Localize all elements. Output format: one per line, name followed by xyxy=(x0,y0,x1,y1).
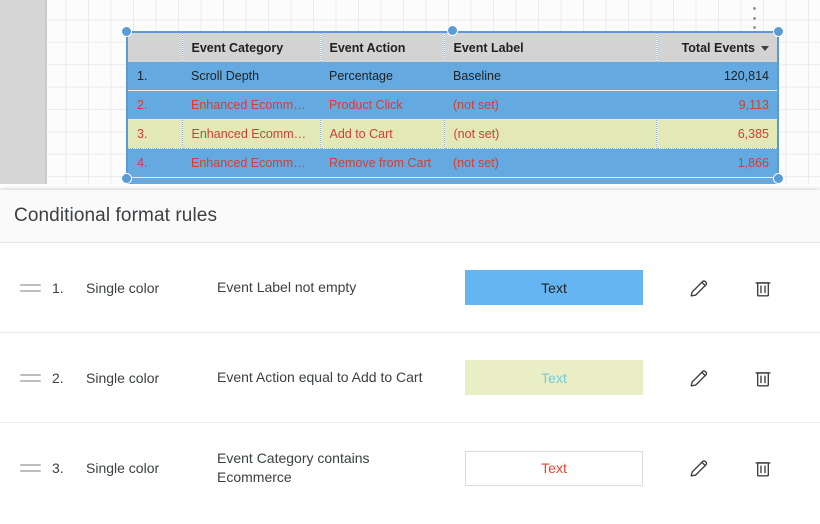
conditional-format-rules-panel: Conditional format rules 1. Single color… xyxy=(0,190,820,524)
cell-event-category: Enhanced Ecommerce xyxy=(182,90,320,120)
table-header-event-action[interactable]: Event Action xyxy=(320,33,445,62)
cell-total-events: 120,814 xyxy=(656,62,777,91)
data-table-component[interactable]: Event Category Event Action Event Label … xyxy=(126,31,779,190)
delete-rule-button[interactable] xyxy=(735,457,791,479)
cell-event-action: Percentage xyxy=(320,62,444,91)
resize-handle-bottom-right[interactable] xyxy=(773,173,784,184)
table-row[interactable]: 2. Enhanced Ecommerce Product Click (not… xyxy=(128,90,777,120)
more-vert-icon[interactable] xyxy=(748,5,760,31)
cell-event-action: Product Click xyxy=(320,90,444,120)
rule-condition: Event Label not empty xyxy=(217,279,357,295)
cell-event-label: (not set) xyxy=(444,148,656,178)
cell-event-category: Scroll Depth xyxy=(182,62,320,91)
rule-row[interactable]: 1. Single color Event Label not empty Te… xyxy=(0,243,820,333)
cell-event-category: Enhanced Ecommerce xyxy=(182,148,320,178)
edit-rule-button[interactable] xyxy=(671,277,727,299)
table-header-row: Event Category Event Action Event Label … xyxy=(128,33,777,62)
left-rail-edge xyxy=(45,0,47,190)
table-row[interactable]: 4. Enhanced Ecommerce Remove from Cart (… xyxy=(128,148,777,178)
drag-handle-icon[interactable] xyxy=(8,373,52,382)
resize-handle-top-center[interactable] xyxy=(447,25,458,36)
cell-event-label: (not set) xyxy=(444,119,657,149)
rule-condition: Event Category contains Ecommerce xyxy=(217,450,370,485)
rule-type: Single color xyxy=(86,369,160,386)
cell-event-action: Add to Cart xyxy=(320,119,445,149)
rule-type: Single color xyxy=(86,279,160,296)
rule-number: 3. xyxy=(52,460,64,476)
pencil-icon xyxy=(688,277,710,299)
cell-index: 4. xyxy=(128,148,182,178)
cell-total-events: 1,866 xyxy=(656,148,777,178)
rule-condition: Event Action equal to Add to Cart xyxy=(217,369,423,385)
rule-preview-label: Text xyxy=(541,460,567,476)
pencil-icon xyxy=(688,457,710,479)
cell-event-label: Baseline xyxy=(444,62,656,91)
resize-handle-bottom-left[interactable] xyxy=(121,173,132,184)
rules-list: 1. Single color Event Label not empty Te… xyxy=(0,243,820,513)
drag-handle-icon[interactable] xyxy=(8,464,52,472)
rule-preview-swatch[interactable]: Text xyxy=(465,270,643,305)
cell-total-events: 6,385 xyxy=(656,119,777,149)
rule-number: 2. xyxy=(52,369,64,386)
resize-handle-top-right[interactable] xyxy=(773,26,784,37)
rule-row[interactable]: 3. Single color Event Category contains … xyxy=(0,423,820,513)
data-table: Event Category Event Action Event Label … xyxy=(128,33,777,190)
rule-type: Single color xyxy=(86,460,160,476)
report-canvas: Event Category Event Action Event Label … xyxy=(0,0,820,190)
rule-preview-label: Text xyxy=(541,279,567,296)
edit-rule-button[interactable] xyxy=(671,457,727,479)
rule-preview-swatch[interactable]: Text xyxy=(465,450,643,486)
table-row[interactable]: 1. Scroll Depth Percentage Baseline 120,… xyxy=(128,62,777,91)
cell-index: 1. xyxy=(128,62,182,91)
table-header-total-events[interactable]: Total Events xyxy=(656,33,777,62)
edit-rule-button[interactable] xyxy=(671,367,727,389)
resize-handle-top-left[interactable] xyxy=(121,26,132,37)
panel-header: Conditional format rules xyxy=(0,190,820,243)
canvas-bottom-mask xyxy=(0,184,820,190)
trash-icon xyxy=(752,367,774,389)
trash-icon xyxy=(752,277,774,299)
drag-handle-icon[interactable] xyxy=(8,283,52,292)
cell-total-events: 9,113 xyxy=(656,90,777,120)
cell-event-label: (not set) xyxy=(444,90,656,120)
left-rail xyxy=(0,0,47,190)
cell-event-action: Remove from Cart xyxy=(320,148,444,178)
rule-preview-swatch[interactable]: Text xyxy=(465,360,643,395)
cell-index: 3. xyxy=(128,119,183,149)
trash-icon xyxy=(752,457,774,479)
delete-rule-button[interactable] xyxy=(735,367,791,389)
cell-index: 2. xyxy=(128,90,182,120)
delete-rule-button[interactable] xyxy=(735,277,791,299)
pencil-icon xyxy=(688,367,710,389)
rule-number: 1. xyxy=(52,279,64,296)
rule-row[interactable]: 2. Single color Event Action equal to Ad… xyxy=(0,333,820,423)
table-header-index[interactable] xyxy=(128,33,183,62)
rule-preview-label: Text xyxy=(541,369,567,386)
table-row[interactable]: 3. Enhanced Ecommerce Add to Cart (not s… xyxy=(128,119,777,149)
page-title: Conditional format rules xyxy=(14,205,218,226)
table-header-total-events-label: Total Events xyxy=(681,40,755,55)
cell-event-category: Enhanced Ecommerce xyxy=(182,119,321,149)
table-header-event-label[interactable]: Event Label xyxy=(444,33,657,62)
table-header-event-category[interactable]: Event Category xyxy=(182,33,321,62)
sort-desc-caret-icon[interactable] xyxy=(761,45,769,51)
